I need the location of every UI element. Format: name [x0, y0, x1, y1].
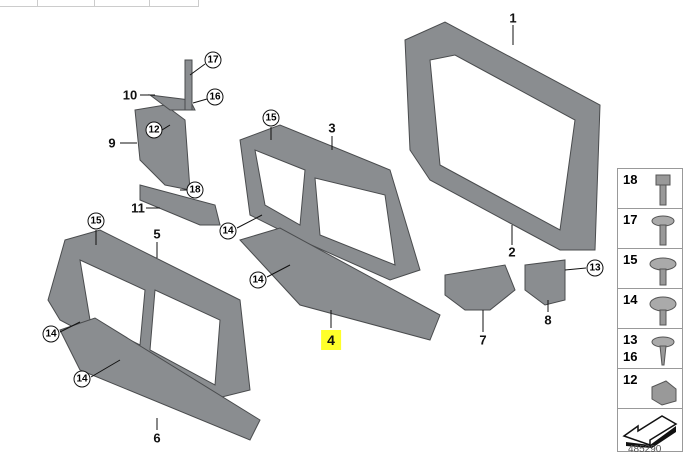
clip-nut-icon: [651, 380, 677, 406]
parts-row-17: 17: [618, 209, 682, 249]
air-duct-front-lower: [59, 317, 261, 441]
circled-callout-14: 14: [219, 222, 237, 240]
callout-11: 11: [131, 200, 145, 216]
callout-1: 1: [509, 10, 517, 26]
parts-row-15: 15: [618, 249, 682, 289]
callout-10: 10: [122, 87, 138, 103]
circled-callout-15: 15: [262, 109, 280, 127]
callout-5: 5: [153, 226, 161, 242]
circled-callout-13: 13: [586, 259, 604, 277]
air-guide-7: [444, 264, 516, 311]
air-duct-lower: [239, 227, 441, 341]
circled-callout-15: 15: [87, 212, 105, 230]
parts-row-14: 14: [618, 289, 682, 329]
part-number: 14: [623, 292, 638, 307]
grille-carrier-upper: [239, 124, 421, 281]
callout-3: 3: [328, 120, 336, 136]
expanding-rivet-icon: [651, 336, 675, 366]
washer-screw-icon: [649, 257, 677, 286]
flange-screw-icon: [651, 215, 675, 246]
callout-6: 6: [153, 430, 161, 446]
callout-2: 2: [508, 244, 516, 260]
part-number: 13: [623, 332, 638, 347]
bracket-8: [524, 259, 566, 306]
hex-bolt-icon: [655, 174, 671, 206]
part-number: 18: [623, 172, 638, 187]
circled-callout-12: 12: [145, 121, 163, 139]
radiator-support-frame: [404, 21, 601, 251]
parts-row-12: 12: [618, 369, 682, 409]
circled-callout-14: 14: [249, 271, 267, 289]
part-number: 16: [623, 349, 638, 364]
grille-carrier-front: [47, 229, 251, 401]
part-number: 17: [623, 212, 638, 227]
bracket-11: [139, 184, 221, 226]
part-number: 15: [623, 252, 638, 267]
header-table-edge: [0, 0, 199, 7]
callout-9: 9: [108, 135, 116, 151]
direction-arrow-cell: [618, 409, 682, 451]
circled-callout-14: 14: [42, 325, 60, 343]
circled-callout-18: 18: [186, 181, 204, 199]
direction-arrow-icon: [622, 415, 678, 448]
circled-callout-16: 16: [206, 88, 224, 106]
bracket-9: [134, 104, 191, 191]
bracket-10: [148, 59, 196, 111]
circled-callout-17: 17: [204, 51, 222, 69]
callout-8: 8: [544, 312, 552, 328]
leader-lines: [59, 25, 587, 430]
callout-4-highlighted: 4: [321, 330, 341, 350]
diagram-id: 485290: [628, 444, 662, 455]
parts-row-18: 18: [618, 169, 682, 209]
callout-7: 7: [479, 332, 487, 348]
washer-screw-icon: [649, 296, 677, 326]
circled-callout-14: 14: [73, 370, 91, 388]
part-number: 12: [623, 372, 638, 387]
